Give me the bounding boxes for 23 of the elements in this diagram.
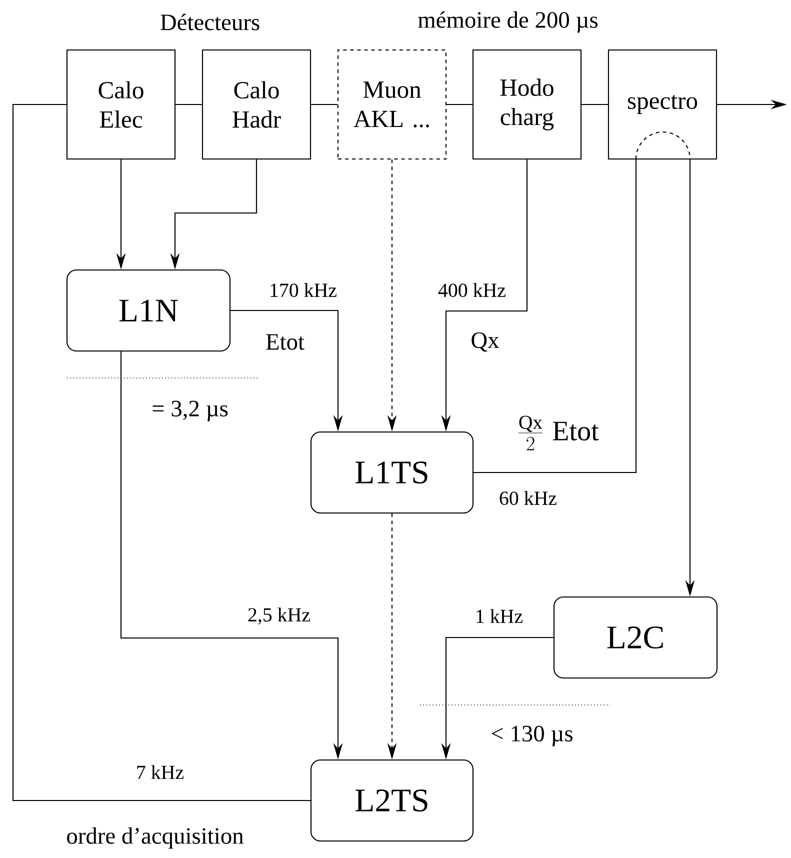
- edge-label: 2,5 kHz: [246, 606, 312, 626]
- label: Qx: [472, 332, 500, 352]
- edge-label: 7 kHz: [134, 764, 186, 780]
- trigger-box: L2TS: [310, 759, 474, 842]
- detector-box: Calo Hadr: [202, 49, 312, 160]
- label: Etot: [266, 334, 304, 350]
- trigger-box: L1TS: [310, 431, 474, 514]
- detector-box: Calo Elec: [66, 49, 176, 160]
- edge-label: 170 kHz: [268, 282, 338, 298]
- label: Détecteurs: [160, 14, 260, 30]
- trigger-box: L1N: [66, 269, 231, 352]
- trigger-box: L2C: [553, 596, 718, 679]
- label: ordre d’acquisition: [67, 827, 244, 849]
- label: mémoire de 200 µs: [418, 11, 598, 33]
- label: < 130 µs: [492, 726, 572, 746]
- label: = 3,2 µs: [152, 400, 228, 422]
- label: $\frac{\mathrm{Qx}}{2}\;\mathrm{Etot}$: [518, 416, 599, 450]
- edge-label: 60 kHz: [498, 490, 558, 506]
- edge-label: 1 kHz: [474, 608, 524, 624]
- edge-label: 400 kHz: [436, 282, 508, 298]
- detector-box: Muon AKL ...: [337, 49, 447, 160]
- detector-box: spectro: [608, 49, 718, 160]
- detector-box: Hodo charg: [472, 49, 582, 160]
